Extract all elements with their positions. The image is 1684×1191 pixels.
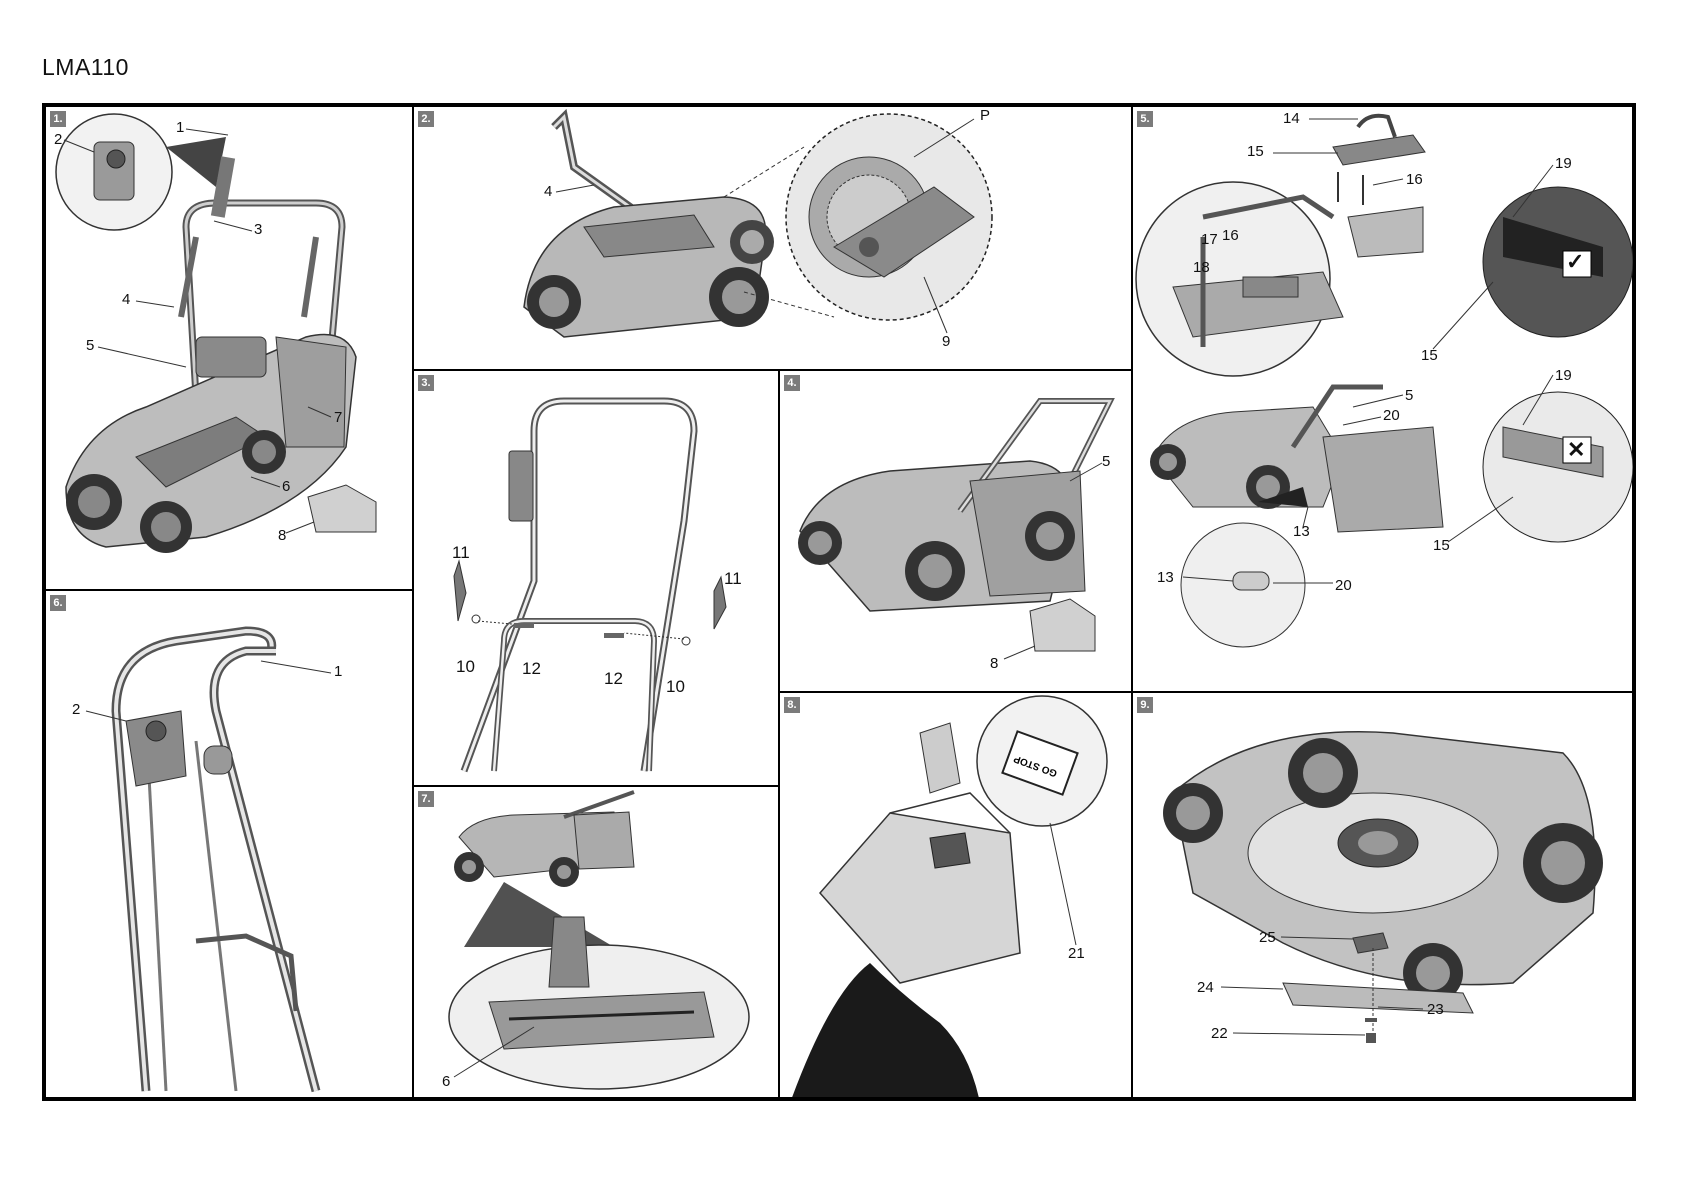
callout-label: 9 (942, 333, 951, 350)
callout-label: 24 (1197, 979, 1214, 996)
callout-label: 1 (334, 663, 343, 680)
callout-label: 8 (278, 527, 287, 544)
callout-label: 15 (1421, 347, 1438, 364)
callout-label: 12 (522, 659, 541, 678)
emptying-grass-box-illustration: GO STOP (792, 695, 1108, 1097)
callout-label: 13 (1157, 569, 1174, 586)
callout-label: 3 (254, 221, 263, 238)
callout-label: 23 (1427, 1001, 1444, 1018)
grid-divider (412, 785, 780, 787)
grid-divider (778, 369, 780, 1097)
callout-label: 10 (456, 657, 475, 676)
callout-label: 22 (1211, 1025, 1228, 1042)
panel-badge: 2. (418, 111, 434, 127)
callout-label: 11 (452, 543, 470, 562)
callout-label: 4 (122, 291, 131, 308)
callout-label: 10 (666, 677, 685, 696)
callout-label: 14 (1283, 110, 1300, 127)
callout-label: 11 (724, 569, 742, 588)
illustration-sheet: 1. (42, 103, 1636, 1101)
callout-label: 6 (442, 1073, 451, 1090)
blade-replacement-illustration (1163, 731, 1603, 1043)
panel-8: 8. GO STOP 21 (780, 693, 1131, 1097)
callout-label: 17 (1201, 231, 1218, 248)
callout-label: P (980, 107, 991, 124)
callout-label: 2 (54, 131, 63, 148)
callout-label: 20 (1383, 407, 1400, 424)
panel-5: 5. (1133, 107, 1633, 691)
correct-mark-icon: ✓ (1566, 249, 1585, 274)
grid-divider (46, 589, 414, 591)
grass-box-install-illustration (798, 398, 1115, 660)
callout-label: 12 (604, 669, 623, 688)
callout-label: 5 (86, 337, 95, 354)
panel-9: 9. 25 24 23 22 (1133, 693, 1633, 1097)
callout-label: 4 (544, 183, 553, 200)
callout-label: 1 (176, 119, 185, 136)
grass-box-assembly-illustration (1135, 113, 1633, 648)
height-adjust-illustration (448, 790, 750, 1090)
panel-7: 7. 6 (414, 787, 778, 1097)
panel-badge: 1. (50, 111, 66, 127)
callout-label: 2 (72, 701, 81, 718)
callout-label: 21 (1068, 945, 1085, 962)
callout-label: 15 (1247, 143, 1264, 160)
grid-divider (412, 107, 414, 1097)
panel-badge: 4. (784, 375, 800, 391)
panel-3: 3. 11 11 10 12 12 10 (414, 371, 778, 785)
callout-label: 15 (1433, 537, 1450, 554)
panel-6: 6. 1 2 (46, 591, 412, 1097)
callout-label: 8 (990, 655, 999, 672)
callout-label: 5 (1102, 453, 1111, 470)
panel-1: 1. (46, 107, 412, 589)
handle-adjust-illustration (523, 108, 993, 338)
panel-badge: 3. (418, 375, 434, 391)
handle-assembly-illustration (453, 397, 727, 773)
callout-label: 19 (1555, 367, 1572, 384)
callout-label: 20 (1335, 577, 1352, 594)
grid-divider (1131, 107, 1133, 1097)
incorrect-mark-icon: ✕ (1567, 437, 1586, 462)
callout-label: 16 (1406, 171, 1423, 188)
grid-divider (412, 369, 1133, 371)
grid-divider (778, 691, 1633, 693)
callout-label: 19 (1555, 155, 1572, 172)
callout-label: 7 (334, 409, 343, 426)
callout-label: 6 (282, 478, 291, 495)
callout-label: 13 (1293, 523, 1310, 540)
lawnmower-overview-illustration (55, 113, 377, 553)
panel-4: 4. 5 8 (780, 371, 1131, 691)
panel-badge: 6. (50, 595, 66, 611)
callout-label: 16 (1222, 227, 1239, 244)
panel-badge: 8. (784, 697, 800, 713)
panel-badge: 5. (1137, 111, 1153, 127)
callout-label: 18 (1193, 259, 1210, 276)
callout-label: 25 (1259, 929, 1276, 946)
callout-label: 5 (1405, 387, 1414, 404)
panel-badge: 9. (1137, 697, 1153, 713)
model-title: LMA110 (42, 54, 129, 80)
switch-handle-illustration (85, 626, 332, 1093)
panel-2: 2. P 4 9 (414, 107, 1131, 369)
panel-badge: 7. (418, 791, 434, 807)
